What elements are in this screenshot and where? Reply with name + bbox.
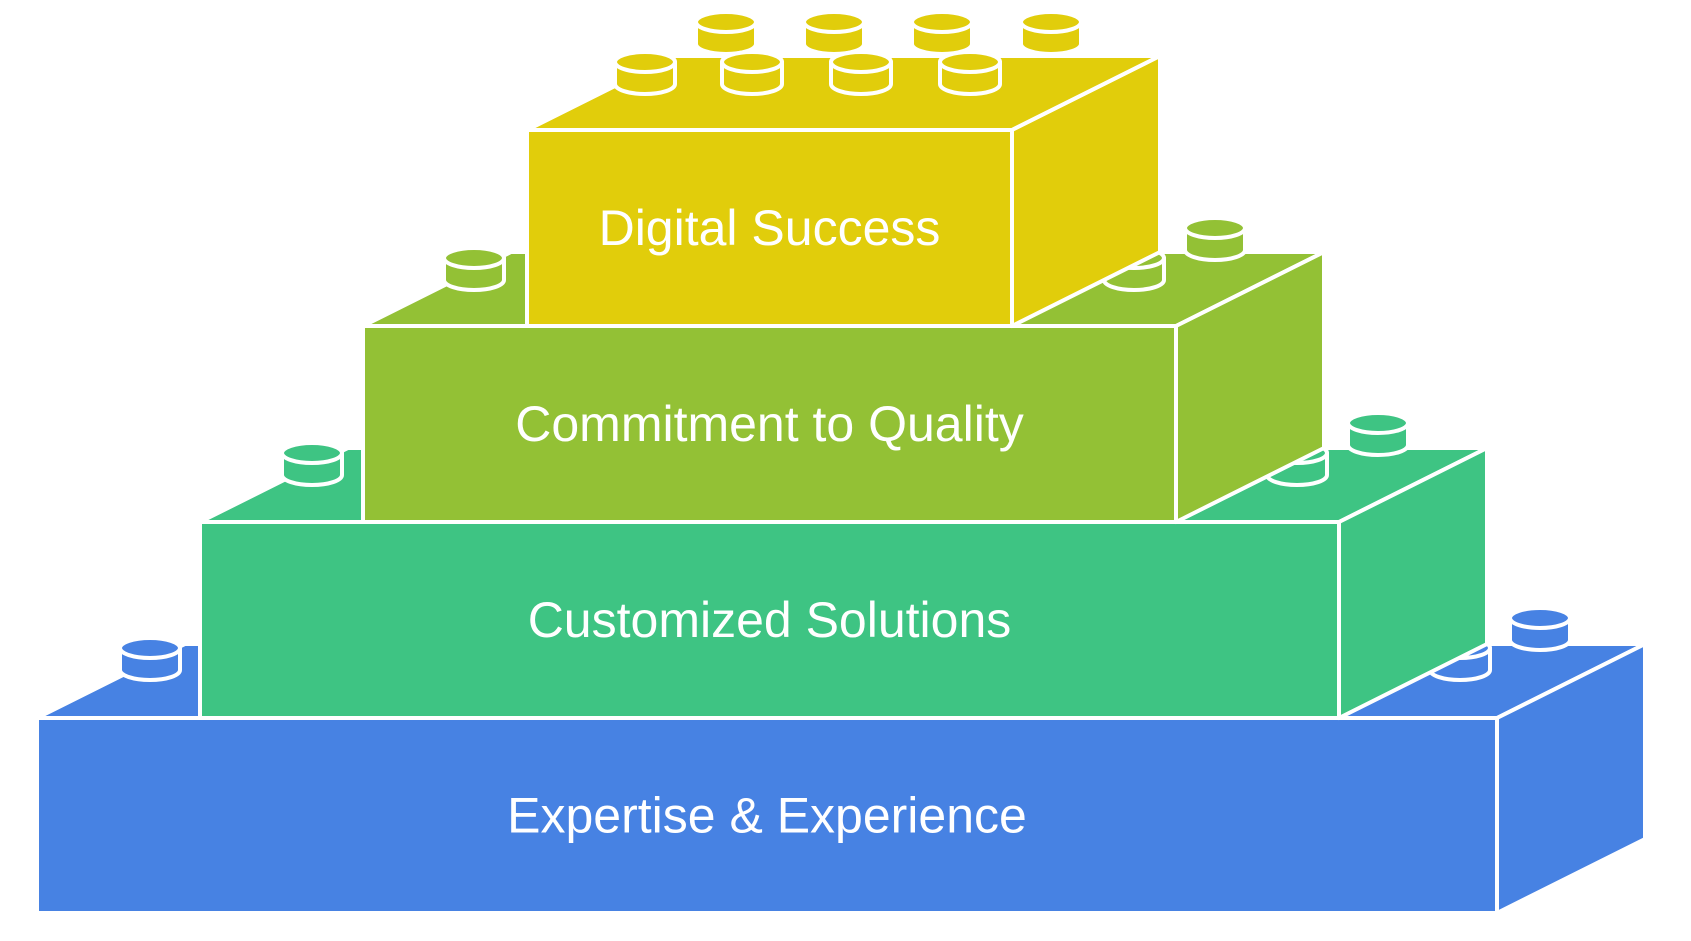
brick-stud [442,246,506,292]
brick-label: Customized Solutions [528,592,1012,648]
brick-digital-success: Digital Success [525,10,1162,328]
brick-stud [720,50,784,96]
brick-stud [1508,606,1572,652]
brick-stud [1183,216,1247,262]
brick-stud [118,636,182,682]
brick-label: Commitment to Quality [515,396,1023,452]
brick-stud [829,50,893,96]
brick-stud [1346,411,1410,457]
brick-label: Expertise & Experience [507,788,1027,844]
brick-stud [613,50,677,96]
brick-stud [1019,10,1083,56]
brick-front-face [361,324,1178,524]
brick-label: Digital Success [599,200,941,256]
brick-stud [802,10,866,56]
brick-stud [694,10,758,56]
brick-front-face [525,128,1014,328]
brick-stud [910,10,974,56]
brick-stud [938,50,1002,96]
brick-front-face [35,716,1499,915]
brick-stud [280,441,344,487]
